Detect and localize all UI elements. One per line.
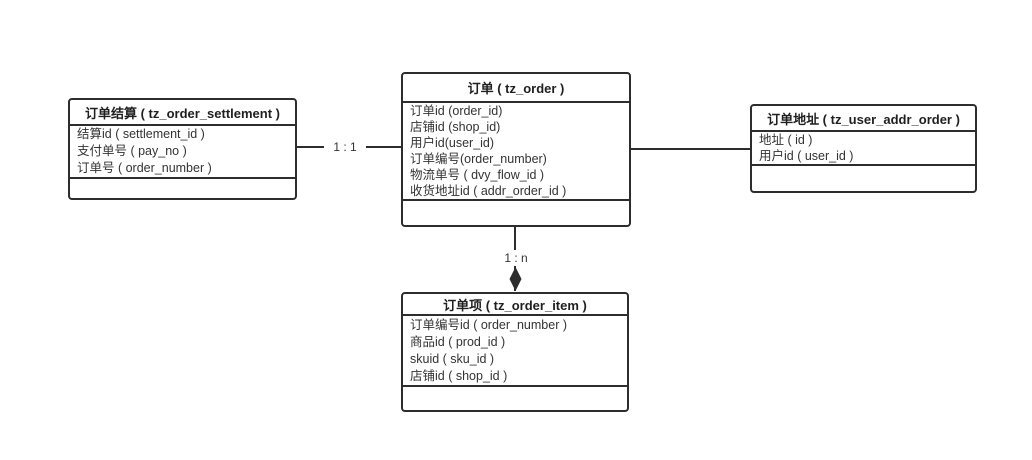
entity-order[interactable]: 订单 ( tz_order ) 订单id (order_id) 店铺id (sh… xyxy=(401,72,631,227)
entity-footer xyxy=(403,387,627,410)
entity-field: 支付单号 ( pay_no ) xyxy=(77,144,187,158)
entity-field: 店铺id (shop_id) xyxy=(410,120,501,134)
entity-field: 商品id ( prod_id ) xyxy=(410,334,506,349)
entity-footer xyxy=(70,179,295,198)
entity-field: 地址 ( id ) xyxy=(759,133,813,147)
entity-user-addr-order[interactable]: 订单地址 ( tz_user_addr_order ) 地址 ( id ) 用户… xyxy=(750,104,977,193)
relation-line-order-addr xyxy=(630,148,750,150)
entity-title: 订单 ( tz_order ) xyxy=(403,74,629,103)
entity-field: 订单id (order_id) xyxy=(410,104,503,118)
entity-field: 订单号 ( order_number ) xyxy=(77,161,212,175)
relation-label-one-to-one: 1 : 1 xyxy=(324,139,366,155)
entity-field: 订单编号(order_number) xyxy=(410,152,547,166)
entity-title: 订单项 ( tz_order_item ) xyxy=(403,294,627,316)
entity-title: 订单结算 ( tz_order_settlement ) xyxy=(70,100,295,126)
entity-field: 店铺id ( shop_id ) xyxy=(410,368,508,383)
entity-field: 收货地址id ( addr_order_id ) xyxy=(410,184,567,198)
entity-field: 用户id ( user_id ) xyxy=(759,149,854,163)
diamond-arrow-icon xyxy=(509,267,522,291)
entity-footer xyxy=(752,166,975,191)
relation-label-one-to-many: 1 : n xyxy=(495,250,537,266)
entity-order-settlement[interactable]: 订单结算 ( tz_order_settlement ) 结算id ( sett… xyxy=(68,98,297,200)
entity-field: 用户id(user_id) xyxy=(410,136,495,150)
entity-field: 订单编号id ( order_number ) xyxy=(410,317,567,332)
entity-field: 结算id ( settlement_id ) xyxy=(77,127,205,141)
entity-field: skuid ( sku_id ) xyxy=(410,351,495,366)
entity-field: 物流单号 ( dvy_flow_id ) xyxy=(410,168,545,182)
entity-order-item[interactable]: 订单项 ( tz_order_item ) 订单编号id ( order_num… xyxy=(401,292,629,412)
entity-title: 订单地址 ( tz_user_addr_order ) xyxy=(752,106,975,132)
entity-footer xyxy=(403,201,629,225)
